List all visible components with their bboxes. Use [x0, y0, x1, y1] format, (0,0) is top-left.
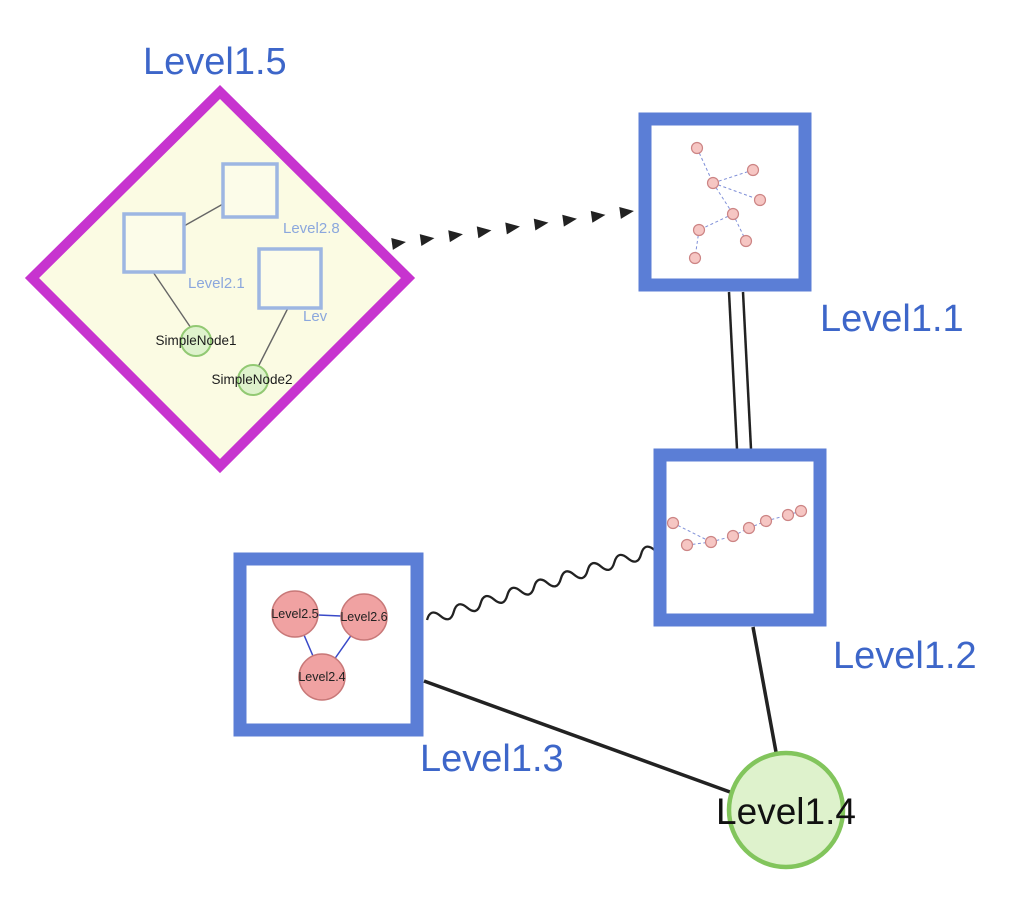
mini-edge: [686, 541, 712, 546]
inner-edge-c-sn2: [257, 307, 289, 368]
mini-node: [692, 223, 706, 237]
node-level1-3[interactable]: Level2.5 Level2.6 Level2.4: [233, 552, 424, 737]
label-simplenode2: SimpleNode2: [211, 372, 292, 387]
arrow-chevron-icon: [476, 226, 492, 239]
label-level1-1: Level1.1: [820, 298, 964, 340]
level1-2-shape[interactable]: [653, 448, 827, 627]
mini-edge: [696, 147, 714, 184]
label-level1-2: Level1.2: [833, 635, 977, 677]
edge-level12-to-level14[interactable]: [751, 626, 778, 753]
mini-node: [759, 514, 773, 528]
node-level1-5[interactable]: Level2.8 Level2.1 Lev SimpleNode1 Simple…: [24, 84, 416, 474]
mini-edge: [712, 182, 761, 201]
edge-level11-to-level12[interactable]: [727, 291, 753, 450]
arrow-chevron-icon: [562, 214, 577, 227]
level1-5-diamond-shape[interactable]: [24, 84, 416, 474]
node-level1-4[interactable]: Level1.4: [716, 750, 856, 870]
node-level2-8[interactable]: [221, 162, 279, 219]
mini-edge: [712, 182, 734, 215]
mini-node: [726, 529, 740, 543]
node-level2-5[interactable]: [271, 590, 319, 638]
mini-node: [704, 535, 718, 549]
mini-node: [706, 176, 720, 190]
level1-4-shape[interactable]: [726, 750, 846, 870]
arrow-chevron-icon: [419, 234, 435, 247]
wavy-edge-path: [425, 545, 656, 621]
label-level2-4: Level2.4: [298, 670, 345, 684]
level1-5-inner-edges: [152, 203, 289, 368]
node-level2-lev[interactable]: [257, 247, 323, 310]
mini-node: [746, 163, 760, 177]
level1-1-subgraph: [688, 141, 767, 265]
mini-node: [781, 508, 795, 522]
level1-2-subgraph: [666, 504, 808, 552]
mini-node: [666, 516, 680, 530]
edge-level15-to-level11[interactable]: [391, 205, 634, 250]
node-level2-6[interactable]: [340, 593, 388, 641]
mini-node: [753, 193, 767, 207]
mini-node: [794, 504, 808, 518]
edges-layer: [391, 205, 778, 794]
mini-node: [742, 521, 756, 535]
arrow-chevron-icon: [619, 206, 634, 219]
node-level2-4[interactable]: [298, 653, 346, 701]
inner-edge-b-sn1: [152, 271, 192, 329]
mini-node: [739, 234, 753, 248]
arrow-chevron-icon: [391, 237, 406, 250]
mini-edge: [712, 169, 754, 184]
node-level1-2[interactable]: [653, 448, 827, 627]
label-level2-8: Level2.8: [283, 220, 340, 237]
mini-node: [680, 538, 694, 552]
edge-level13-to-level14[interactable]: [423, 679, 731, 794]
inner-edge-a-b: [183, 203, 224, 227]
mini-edge: [698, 213, 734, 231]
level1-3-shape[interactable]: [233, 552, 424, 737]
node-level2-1[interactable]: [122, 212, 186, 274]
label-level2-5: Level2.5: [271, 607, 318, 621]
mini-node: [688, 251, 702, 265]
mini-node: [726, 207, 740, 221]
edge-level13-to-level12-wavy[interactable]: [425, 545, 656, 625]
arrow-chevron-icon: [448, 230, 463, 243]
mini-node: [690, 141, 704, 155]
node-simplenode1[interactable]: [180, 325, 212, 357]
arrow-chevron-icon: [505, 222, 520, 235]
label-simplenode1: SimpleNode1: [155, 333, 236, 348]
arrow-chevron-icon: [590, 210, 606, 223]
edge-line-1: [727, 291, 739, 450]
node-level1-1[interactable]: [638, 112, 812, 292]
label-level2-1: Level2.1: [188, 275, 245, 292]
label-level1-5: Level1.5: [143, 41, 287, 83]
label-level2-6: Level2.6: [340, 610, 387, 624]
arrow-chevron-icon: [533, 218, 549, 231]
node-simplenode2[interactable]: [237, 364, 269, 396]
edge-line-2: [741, 291, 753, 450]
label-level2-lev: Lev: [303, 308, 328, 325]
label-level1-3: Level1.3: [420, 738, 564, 780]
mini-edge: [672, 522, 712, 543]
label-level1-4: Level1.4: [716, 791, 856, 832]
